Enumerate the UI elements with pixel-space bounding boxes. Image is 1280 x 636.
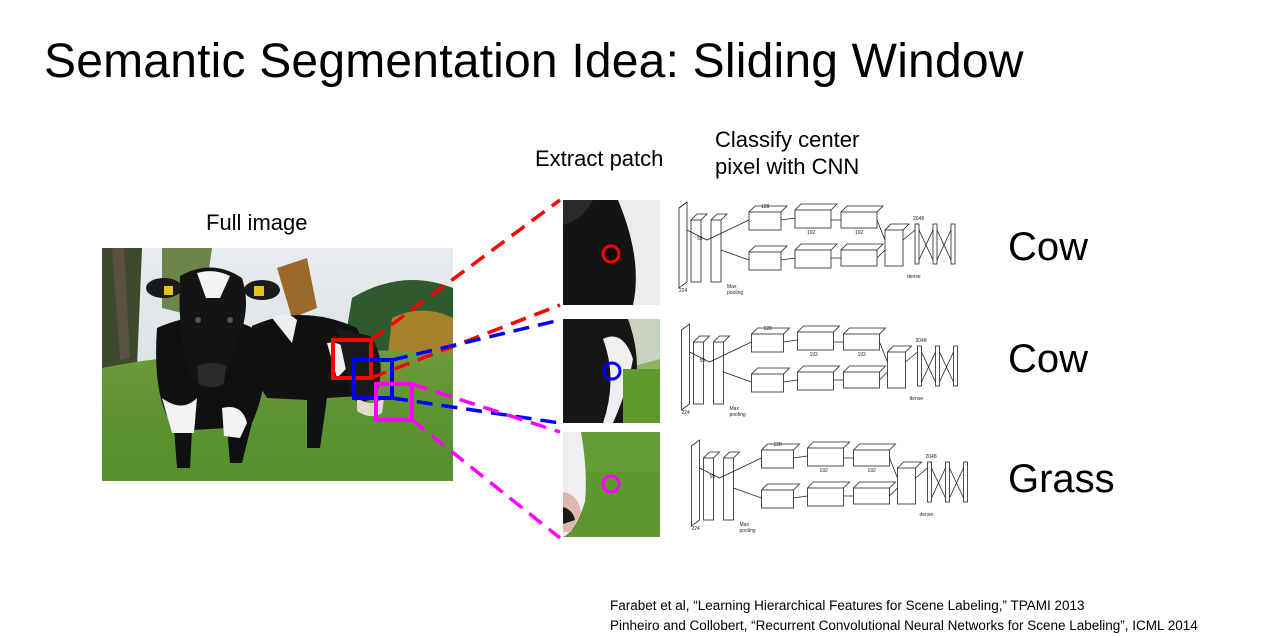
classify-label-line1: Classify center (715, 127, 860, 152)
cnn-label: pooling (727, 290, 743, 295)
cnn-diagram-1: 55 224 Max pooling 128 192 192 2048 dens… (677, 200, 962, 300)
classify-label-line2: pixel with CNN (715, 154, 860, 179)
patch-center-marker (602, 361, 622, 381)
cnn-label: 192 (810, 352, 819, 358)
slide-title: Semantic Segmentation Idea: Sliding Wind… (44, 35, 1024, 88)
class-label-2: Cow (1008, 337, 1089, 381)
cnn-label: Max (730, 406, 740, 412)
cnn-label: 192 (820, 468, 829, 474)
patch-cow-eye (563, 200, 660, 305)
cnn-label: dense (920, 512, 934, 518)
references: Farabet et al, “Learning Hierarchical Fe… (610, 596, 1198, 636)
full-image-cow-photo (102, 248, 453, 481)
cnn-label: 128 (761, 204, 770, 210)
cnn-label: pooling (740, 528, 756, 533)
cnn-label: 128 (774, 442, 783, 448)
cnn-label: 224 (679, 288, 688, 294)
patch-grass (563, 432, 660, 537)
reference-2: Pinheiro and Collobert, “Recurrent Convo… (610, 618, 1198, 633)
class-label-3: Grass (1008, 457, 1115, 501)
cnn-label: dense (907, 274, 921, 280)
cnn-label: 55 (700, 358, 706, 364)
cnn-label: 2048 (926, 454, 937, 460)
cnn-label: 224 (682, 410, 691, 416)
cnn-label: 2048 (916, 338, 927, 344)
cnn-label: 192 (807, 230, 816, 236)
cnn-label: pooling (730, 412, 746, 417)
patch-center-marker (601, 474, 621, 494)
cnn-diagram-3: 55 224 Max pooling 128 192 192 2048 dens… (688, 438, 976, 538)
cow-photo-illustration (102, 248, 453, 481)
cnn-label: Max (727, 284, 737, 290)
classify-label: Classify center pixel with CNN (715, 126, 859, 180)
cnn-label: 224 (692, 526, 701, 532)
cnn-label: 192 (858, 352, 867, 358)
cnn-label: 55 (697, 236, 703, 242)
full-image-label: Full image (206, 210, 308, 235)
cnn-label: 192 (868, 468, 877, 474)
class-label-1: Cow (1008, 225, 1089, 269)
reference-1: Farabet et al, “Learning Hierarchical Fe… (610, 598, 1085, 613)
cnn-label: Max (740, 522, 750, 528)
extract-patch-label: Extract patch (535, 146, 664, 171)
cnn-label: 192 (855, 230, 864, 236)
patch-center-marker (601, 244, 621, 264)
cnn-label: 55 (710, 474, 716, 480)
cnn-label: 128 (764, 326, 773, 332)
cnn-label: dense (910, 396, 924, 402)
cnn-label: 2048 (913, 216, 924, 222)
patch-cow-face (563, 319, 660, 423)
cnn-diagram-2: 55 224 Max pooling 128 192 192 2048 dens… (677, 322, 967, 422)
